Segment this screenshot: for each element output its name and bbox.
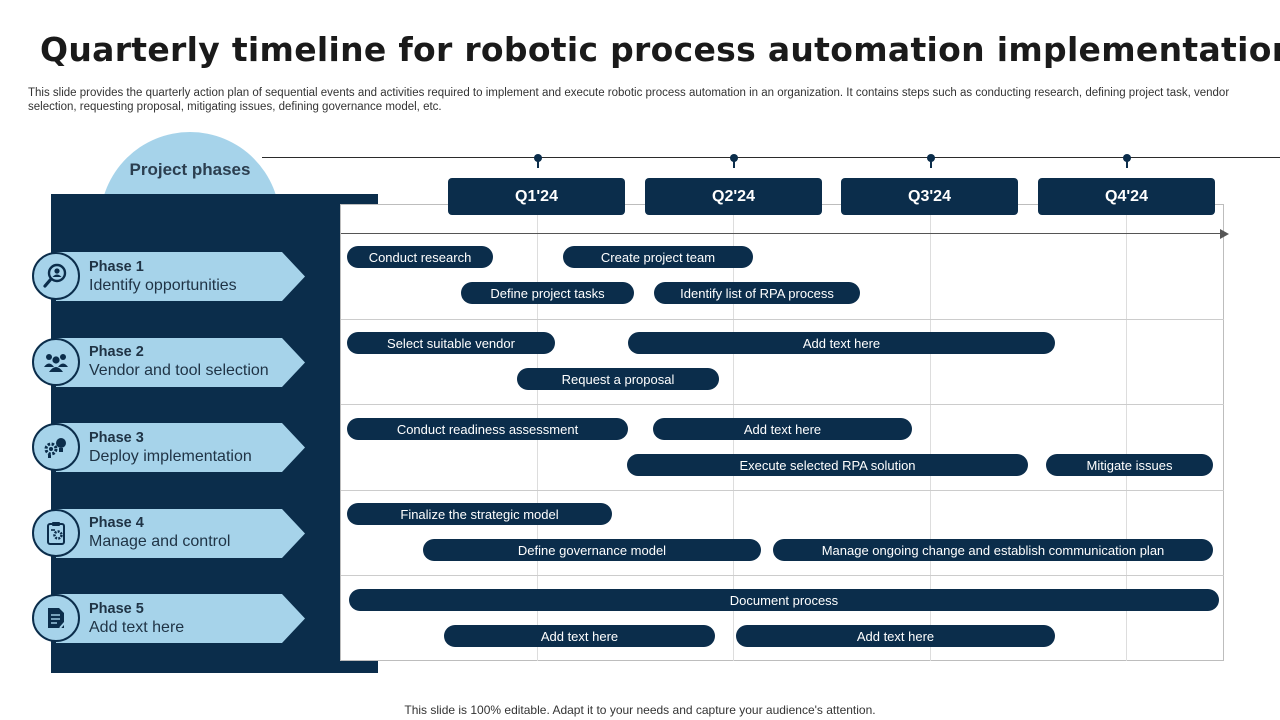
grid-hline xyxy=(341,575,1224,576)
page-title: Quarterly timeline for robotic process a… xyxy=(40,30,1280,69)
phase-1-arrow xyxy=(56,252,305,301)
quarter-q3: Q3'24 xyxy=(841,178,1018,215)
q4-marker xyxy=(1123,154,1131,162)
q2-marker xyxy=(730,154,738,162)
phase-5-title: Phase 5 xyxy=(89,601,144,617)
task-bar: Define project tasks xyxy=(461,282,634,304)
grid-hline xyxy=(341,404,1224,405)
phase-4-title: Phase 4 xyxy=(89,515,144,531)
document-edit-icon xyxy=(32,594,80,642)
q1-marker-stem xyxy=(537,160,539,168)
task-bar: Create project team xyxy=(563,246,753,268)
task-bar: Document process xyxy=(349,589,1219,611)
page-description: This slide provides the quarterly action… xyxy=(28,87,1230,113)
phase-5-arrow xyxy=(56,594,305,643)
task-bar: Select suitable vendor xyxy=(347,332,555,354)
phase-2-subtitle: Vendor and tool selection xyxy=(89,362,269,379)
search-person-icon xyxy=(32,252,80,300)
phase-2-title: Phase 2 xyxy=(89,344,144,360)
task-bar: Mitigate issues xyxy=(1046,454,1213,476)
task-bar: Define governance model xyxy=(423,539,761,561)
grid-vline xyxy=(930,204,931,661)
footer-note: This slide is 100% editable. Adapt it to… xyxy=(404,703,876,717)
task-bar: Conduct research xyxy=(347,246,493,268)
clipboard-gear-icon xyxy=(32,509,80,557)
quarter-q4: Q4'24 xyxy=(1038,178,1215,215)
q2-marker-stem xyxy=(733,160,735,168)
task-bar: Execute selected RPA solution xyxy=(627,454,1028,476)
grid-vline xyxy=(1126,204,1127,661)
task-bar: Request a proposal xyxy=(517,368,719,390)
q4-marker-stem xyxy=(1126,160,1128,168)
quarter-q2: Q2'24 xyxy=(645,178,822,215)
phase-3-arrow xyxy=(56,423,305,472)
phase-1-title: Phase 1 xyxy=(89,259,144,275)
phases-header: Project phases xyxy=(129,160,251,179)
phase-3-subtitle: Deploy implementation xyxy=(89,448,252,465)
phase-3-title: Phase 3 xyxy=(89,430,144,446)
task-bar: Identify list of RPA process xyxy=(654,282,860,304)
timeline-axis-arrowhead xyxy=(1220,229,1229,239)
q3-marker xyxy=(927,154,935,162)
quarter-q1: Q1'24 xyxy=(448,178,625,215)
q3-marker-stem xyxy=(930,160,932,168)
phase-4-arrow xyxy=(56,509,305,558)
phase-2-arrow xyxy=(56,338,305,387)
phase-5-subtitle: Add text here xyxy=(89,619,185,636)
gear-bulb-icon xyxy=(32,423,80,471)
task-bar: Add text here xyxy=(653,418,912,440)
grid-hline xyxy=(341,490,1224,491)
grid-hline xyxy=(341,319,1224,320)
team-icon xyxy=(32,338,80,386)
task-bar: Add text here xyxy=(444,625,715,647)
timeline-axis xyxy=(341,233,1223,234)
phase-1-subtitle: Identify opportunities xyxy=(89,277,237,294)
q1-marker xyxy=(534,154,542,162)
task-bar: Conduct readiness assessment xyxy=(347,418,628,440)
phase-4-subtitle: Manage and control xyxy=(89,533,231,550)
task-bar: Add text here xyxy=(628,332,1055,354)
task-bar: Add text here xyxy=(736,625,1055,647)
task-bar: Manage ongoing change and establish comm… xyxy=(773,539,1213,561)
timeline-line xyxy=(262,157,1280,158)
task-bar: Finalize the strategic model xyxy=(347,503,612,525)
